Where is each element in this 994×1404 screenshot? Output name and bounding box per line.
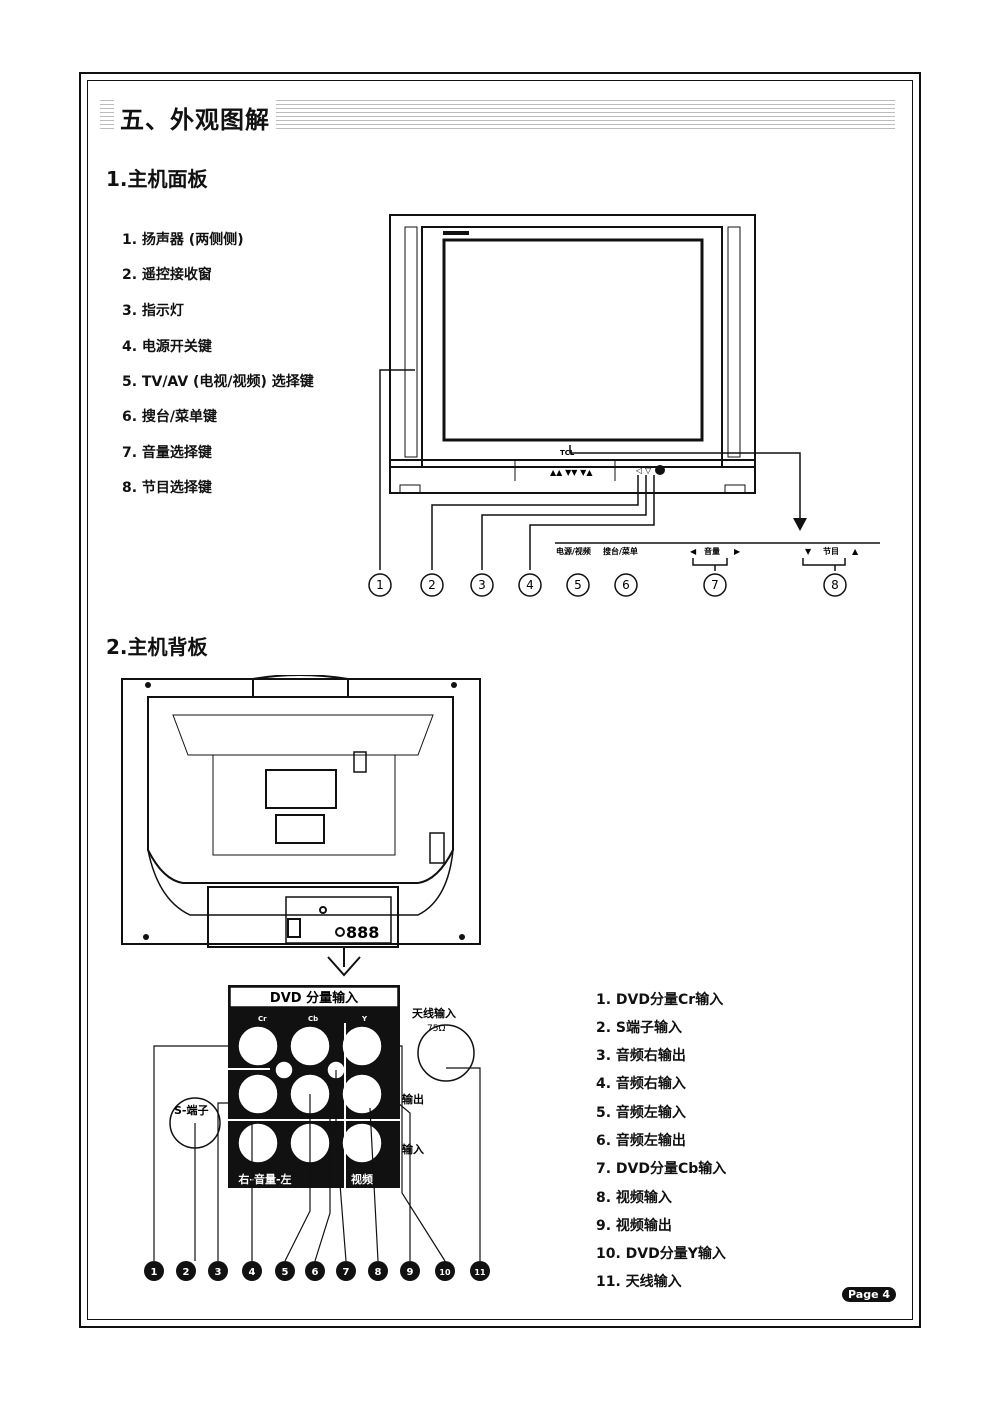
front-item: 6. 搜台/菜单键 <box>122 409 218 425</box>
panel-label-program: 节目 <box>823 546 839 556</box>
back-item: 6. 音频左输出 <box>596 1133 686 1149</box>
back-item: 1. DVD分量Cr输入 <box>596 992 724 1008</box>
front-section-title: 1.主机面板 <box>106 167 208 191</box>
page-number: Page 4 <box>842 1287 897 1302</box>
front-item: 4. 电源开关键 <box>122 339 212 355</box>
digit-display: 888 <box>346 923 379 942</box>
panel-label-power: 电源/视频 <box>556 546 591 556</box>
back-callout: 5 <box>282 1267 289 1278</box>
back-callout: 2 <box>183 1267 190 1278</box>
front-callout: 7 <box>711 578 719 592</box>
tv-screen <box>442 238 704 442</box>
cb-label: Cb <box>308 1015 318 1023</box>
front-callout: 1 <box>376 578 384 592</box>
tv-cabinet <box>389 214 756 494</box>
front-callout: 5 <box>574 578 582 592</box>
back-section-title: 2.主机背板 <box>106 635 208 659</box>
svg-text:▲: ▲ <box>852 547 859 556</box>
audio-label: 右-音量-左 <box>237 1172 291 1186</box>
back-item: 4. 音频右输入 <box>596 1076 686 1092</box>
front-callout: 8 <box>831 578 839 592</box>
svg-text:▼: ▼ <box>805 547 812 556</box>
svg-text:▶: ▶ <box>734 547 741 556</box>
cr-label: Cr <box>258 1015 267 1023</box>
back-callout: 6 <box>312 1267 319 1278</box>
svg-text:▲▲ ▼▼ ▼▲: ▲▲ ▼▼ ▼▲ <box>550 468 593 477</box>
ohm-label: 75Ω <box>427 1024 445 1034</box>
panel-label-menu: 搜台/菜单 <box>603 546 638 556</box>
antenna-label: 天线输入 <box>412 1006 456 1020</box>
back-callout: 11 <box>474 1268 486 1277</box>
svg-text:◀: ◀ <box>690 547 697 556</box>
output-label: 输出 <box>402 1092 424 1106</box>
front-item: 7. 音量选择键 <box>122 445 212 461</box>
back-item: 8. 视频输入 <box>596 1190 672 1206</box>
back-callout: 10 <box>439 1268 451 1277</box>
front-callout: 2 <box>428 578 436 592</box>
front-item: 8. 节目选择键 <box>122 480 212 496</box>
back-callout: 4 <box>249 1267 256 1278</box>
back-callout: 1 <box>151 1267 158 1278</box>
front-callout: 4 <box>526 578 534 592</box>
brand-logo: TCL <box>560 449 575 457</box>
input-label: 输入 <box>402 1142 424 1156</box>
section-header: 五、外观图解 <box>100 98 895 135</box>
tv-back-diagram: 888 <box>121 675 481 977</box>
back-item: 3. 音频右输出 <box>596 1048 686 1064</box>
svg-text:◁ ▽: ◁ ▽ <box>635 466 652 475</box>
front-item: 1. 扬声器 (两侧侧) <box>122 232 244 248</box>
front-item: 5. TV/AV (电视/视频) 选择键 <box>122 374 314 390</box>
s-terminal-label: S-端子 <box>174 1103 209 1117</box>
back-callout: 8 <box>375 1267 382 1278</box>
power-button-shape <box>655 465 665 475</box>
back-item: 9. 视频输出 <box>596 1218 672 1234</box>
page-border-inner <box>87 80 913 1320</box>
tv-front-diagram: TCL ▲▲ ▼▼ ▼▲ ◁ ▽ 电源/视频 搜台/菜单 ◀ 音量 ▶ ▼ 节目… <box>368 214 880 597</box>
back-item: 7. DVD分量Cb输入 <box>596 1161 727 1177</box>
back-callout: 9 <box>407 1267 414 1278</box>
page-title: 五、外观图解 <box>114 100 276 135</box>
jack-panel-diagram: DVD 分量输入 Cr Cb Y 右-音量-左 视频 天线输入 75Ω 输出 输… <box>144 985 490 1281</box>
panel-label-volume: 音量 <box>704 546 720 556</box>
jack-panel-header: DVD 分量输入 <box>270 990 358 1006</box>
front-callout: 3 <box>478 578 486 592</box>
front-callout: 6 <box>622 578 630 592</box>
page-border-outer <box>79 72 921 1328</box>
back-item: 10. DVD分量Y输入 <box>596 1246 726 1262</box>
back-item: 5. 音频左输入 <box>596 1105 686 1121</box>
front-item: 2. 遥控接收窗 <box>122 267 212 283</box>
back-callout: 7 <box>343 1267 350 1278</box>
front-item: 3. 指示灯 <box>122 303 184 319</box>
y-label: Y <box>361 1015 368 1023</box>
back-item: 11. 天线输入 <box>596 1274 682 1290</box>
back-item: 2. S端子输入 <box>596 1020 683 1036</box>
video-label: 视频 <box>351 1172 373 1186</box>
back-callout: 3 <box>215 1267 222 1278</box>
